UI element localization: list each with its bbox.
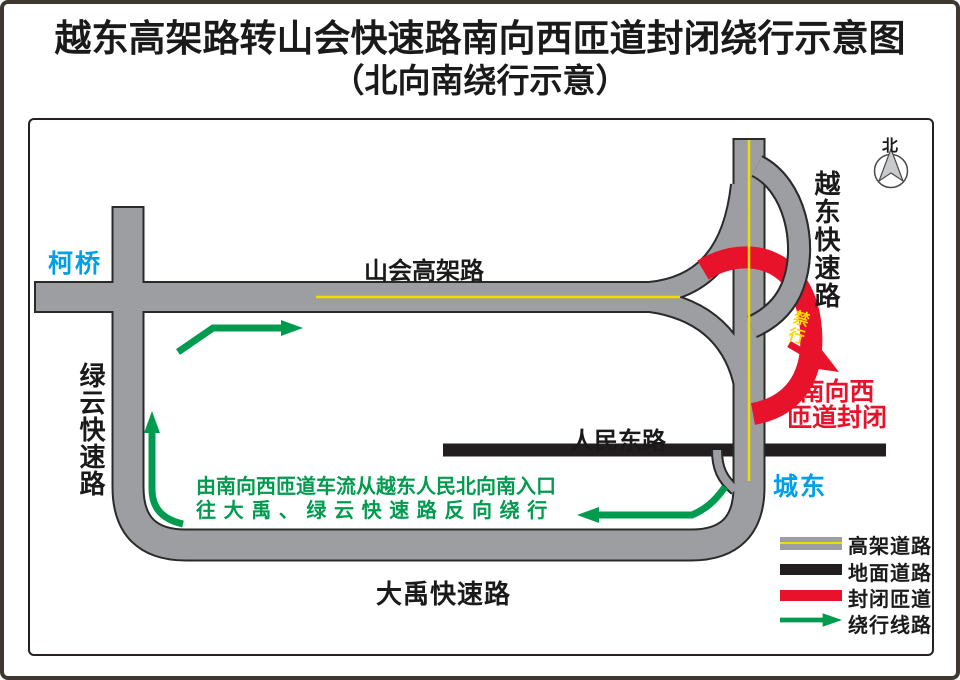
loop-road bbox=[113, 140, 764, 560]
detour-note-line2: 往大禹、绿云快速路反向绕行 bbox=[196, 500, 555, 522]
closure-label-line1: 南向西 bbox=[799, 378, 875, 406]
detour-note: 由南向西匝道车流从越东人民北向南入口 往大禹、绿云快速路反向绕行 bbox=[196, 475, 568, 523]
closed-ramp-arrowhead bbox=[811, 350, 839, 372]
label-destination-keqiao: 柯桥 bbox=[48, 250, 103, 278]
entrance-stub bbox=[713, 449, 738, 494]
legend-swatch-closed-ramp bbox=[780, 590, 842, 601]
detour-seg-west bbox=[596, 484, 728, 519]
closed-ramp-arrow-shaft bbox=[787, 340, 820, 365]
closed-ramp-red-loop bbox=[697, 246, 823, 425]
page-title: 越东高架路转山会快速路南向西匝道封闭绕行示意图 （北向南绕行示意） bbox=[0, 16, 960, 101]
legend-label-closed-ramp: 封闭匝道 bbox=[848, 589, 932, 611]
closure-label-line2: 匝道封闭 bbox=[786, 404, 887, 432]
detour-note-line1: 由南向西匝道车流从越东人民北向南入口 bbox=[196, 476, 556, 498]
label-lvyun-expressway: 绿云快速路 bbox=[76, 362, 106, 497]
legend-label-detour-route: 绕行线路 bbox=[848, 615, 932, 637]
closure-label: 南向西 匝道封闭 bbox=[785, 379, 889, 431]
legend-swatch-center-line bbox=[780, 542, 842, 544]
east-arc bbox=[747, 157, 809, 337]
detour-route bbox=[148, 324, 728, 528]
legend-swatch-ground-road bbox=[780, 564, 842, 575]
label-dayu-expressway: 大禹快速路 bbox=[376, 579, 512, 609]
label-yuedong-expressway: 越东快速路 bbox=[811, 170, 841, 310]
detour-seg-east bbox=[176, 324, 283, 355]
center-lines bbox=[316, 140, 751, 481]
legend-label-ground-road: 地面道路 bbox=[848, 563, 932, 585]
legend-swatch-elevated-road bbox=[780, 537, 842, 550]
label-shanhui-viaduct: 山会高架路 bbox=[364, 258, 484, 285]
detour-arrowhead-east bbox=[281, 320, 303, 336]
compass-north-label: 北 bbox=[882, 138, 899, 155]
label-renmin-east-road: 人民东路 bbox=[570, 428, 666, 455]
detour-arrowhead-north bbox=[144, 411, 160, 433]
detour-arrowheads bbox=[144, 320, 599, 523]
title-line-2: （北向南绕行示意） bbox=[331, 62, 629, 100]
legend-swatch-detour-arrow-icon bbox=[780, 613, 842, 627]
detour-arrowhead-west bbox=[577, 507, 599, 523]
legend-label-elevated-road: 高架道路 bbox=[848, 536, 932, 558]
compass bbox=[873, 147, 909, 189]
detour-seg-north bbox=[148, 430, 184, 528]
label-destination-chengdong: 城东 bbox=[773, 473, 828, 501]
title-line-1: 越东高架路转山会快速路南向西匝道封闭绕行示意图 bbox=[54, 18, 906, 59]
ramp-down bbox=[648, 291, 758, 407]
compass-needle-icon bbox=[877, 147, 905, 183]
